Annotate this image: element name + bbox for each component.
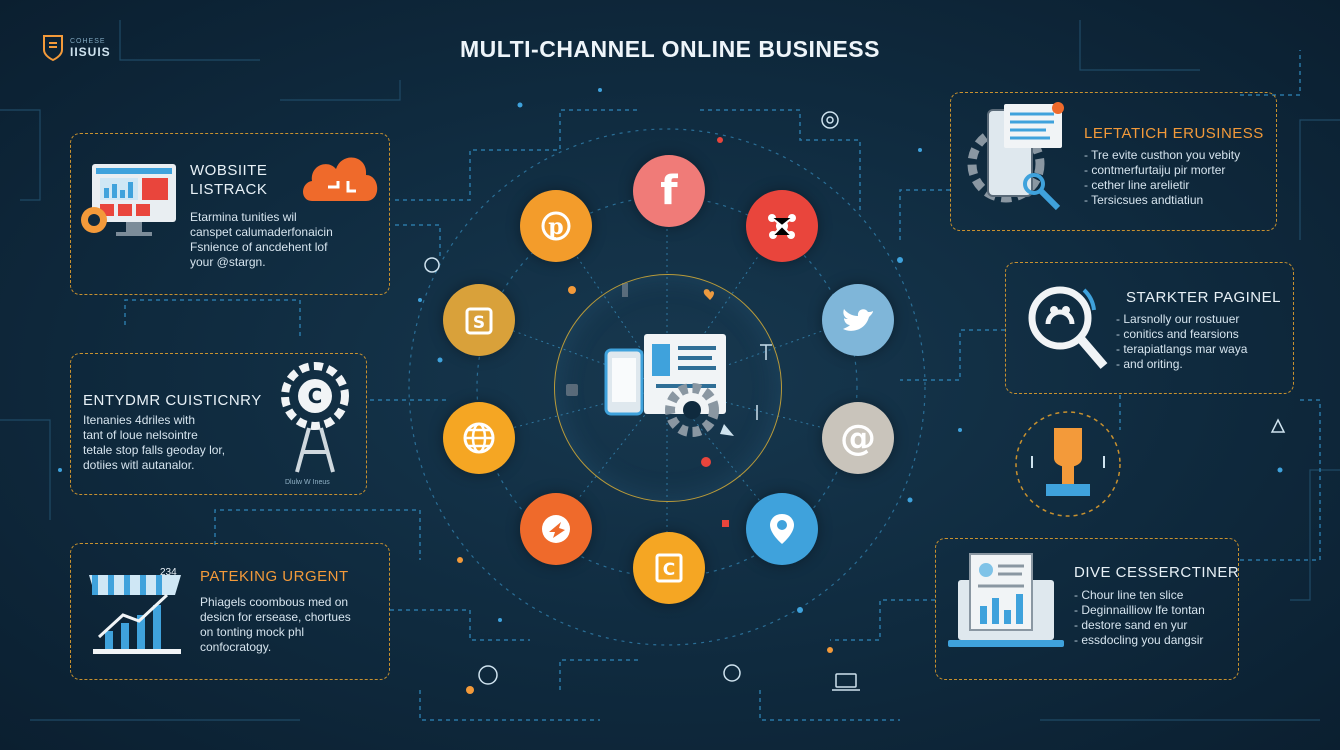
panel-entydmr-text: Itenanies 4driles with tant of loue nels… xyxy=(83,413,226,472)
at-sign-icon: @ xyxy=(840,417,876,459)
panel-pateking-title: PATEKING URGENT xyxy=(200,568,349,585)
store-bag-icon: S xyxy=(465,307,493,335)
panel-pateking-text: Phiagels coombous med on desicn for erse… xyxy=(200,595,351,654)
facebook-node[interactable]: f xyxy=(633,155,705,227)
panel-entydmr-footnote: Dlulw W Ineus xyxy=(285,479,330,486)
laptop-report-icon xyxy=(948,553,1064,647)
store-node[interactable]: S xyxy=(443,284,515,356)
globe-icon xyxy=(463,422,495,454)
content-frame-icon: C xyxy=(655,553,683,583)
pinterest-node[interactable]: p xyxy=(520,190,592,262)
panel-leftatich-title: LEFTATICH ERUSINESS xyxy=(1084,125,1264,142)
panel-leftatich-text: Tre evite custhon you vebity contmerfurt… xyxy=(1084,148,1240,208)
share-node[interactable] xyxy=(520,493,592,565)
share-arrow-icon xyxy=(542,515,570,543)
storefront-growth-icon xyxy=(89,575,181,654)
twitter-node[interactable] xyxy=(822,284,894,356)
content-node[interactable]: C xyxy=(633,532,705,604)
panel-website-text: Etarmina tunities wil canspet calumaderf… xyxy=(190,210,333,269)
svg-text:C: C xyxy=(308,384,323,408)
page-title: MULTI-CHANNEL ONLINE BUSINESS xyxy=(460,36,880,62)
panel-starkter-title: STARKTER PAGINEL xyxy=(1126,289,1281,306)
mobile-document-icon xyxy=(967,102,1064,211)
panel-website-listrack xyxy=(70,133,390,295)
pateking-badge: 234 xyxy=(160,567,177,578)
panel-dive-title: DIVE CESSERCTINER xyxy=(1074,564,1240,581)
panel-dive-text: Chour line ten slice Deginnailliow lfe t… xyxy=(1074,588,1204,648)
email-node[interactable]: @ xyxy=(822,402,894,474)
puzzle-network-icon xyxy=(768,214,796,239)
shield-logo-icon xyxy=(43,35,63,62)
website-dashboard-icon xyxy=(81,164,176,236)
panel-dive-cesserctiner xyxy=(935,538,1239,680)
svg-text:C: C xyxy=(663,560,675,580)
cloud-icon xyxy=(303,157,378,201)
web-node[interactable] xyxy=(443,402,515,474)
panel-starkter-text: Larsnolly our rostuuer conitics and fear… xyxy=(1116,312,1247,372)
devices-gear-icon xyxy=(604,334,734,437)
svg-text:p: p xyxy=(548,214,563,240)
panel-entydmr xyxy=(70,353,367,495)
logo-text: IISUIS xyxy=(70,44,111,59)
panel-leftatich-business xyxy=(950,92,1277,231)
panel-starkter-paginel xyxy=(1005,262,1294,394)
pinterest-icon: p xyxy=(541,211,571,241)
panel-website-title: WOBSIITE LISTRACK xyxy=(190,162,268,198)
location-node[interactable] xyxy=(746,493,818,565)
magnifier-analytics-icon xyxy=(1028,286,1108,369)
svg-text:S: S xyxy=(473,313,485,333)
coin-gear-icon: C xyxy=(281,362,349,473)
panel-entydmr-title: ENTYDMR CUISTICNRY xyxy=(83,392,262,409)
twitter-bird-icon xyxy=(843,309,873,331)
map-pin-icon xyxy=(770,514,794,544)
facebook-icon: f xyxy=(660,168,678,214)
google-node[interactable] xyxy=(746,190,818,262)
panel-pateking-urgent xyxy=(70,543,390,680)
brand-logo: COHESE IISUIS xyxy=(42,34,111,62)
central-hub xyxy=(554,274,782,502)
logo-caption: COHESE xyxy=(70,37,106,45)
trophy-icon xyxy=(1015,411,1121,517)
